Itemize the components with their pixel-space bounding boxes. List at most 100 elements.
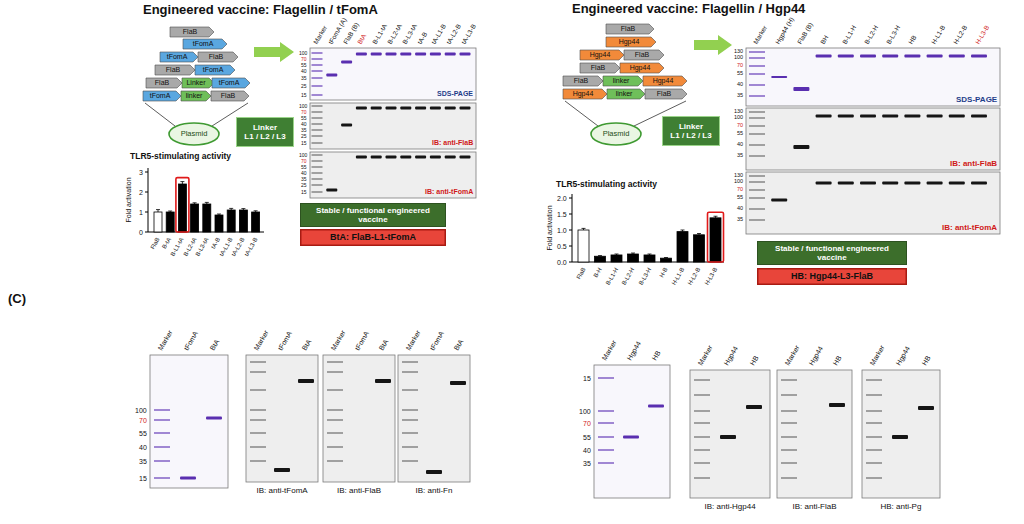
node-content: Hgp44 bbox=[620, 63, 664, 73]
marker-size: 55 bbox=[737, 131, 743, 137]
marker-size: 100 bbox=[299, 153, 307, 158]
construct-segment: FlaB bbox=[580, 63, 620, 73]
funnel-line bbox=[565, 101, 598, 126]
ladder-band bbox=[250, 409, 266, 411]
marker-size: 35 bbox=[583, 460, 591, 467]
ladder-band bbox=[402, 409, 418, 411]
lane-label: H-L2-B bbox=[952, 23, 968, 44]
error-cap bbox=[582, 228, 586, 229]
protein-band bbox=[623, 436, 639, 439]
error-cap bbox=[254, 210, 258, 211]
node-content: FlaB bbox=[170, 27, 214, 37]
protein-band bbox=[274, 468, 290, 472]
node-text: Stable / functional engineered vaccine bbox=[306, 206, 440, 224]
lane-label: Hgp44 bbox=[723, 345, 740, 367]
box-shape bbox=[237, 118, 294, 147]
node-content: BtA: FlaB-L1-tFomA bbox=[300, 229, 446, 246]
error-cap bbox=[598, 255, 602, 256]
ladder-band bbox=[866, 436, 882, 438]
bar bbox=[215, 215, 223, 232]
node-text: tFomA bbox=[167, 53, 188, 61]
node-text: Hgp44 bbox=[573, 90, 594, 98]
ladder-band bbox=[781, 477, 797, 479]
bar-label: H-L1-B bbox=[670, 266, 685, 286]
lane-label: Marker bbox=[784, 344, 802, 367]
bar-label: H-B bbox=[658, 266, 669, 278]
blot-caption: IB: anti-FlaB bbox=[950, 159, 997, 168]
bar-label: tA-B bbox=[210, 236, 222, 249]
protein-band bbox=[882, 182, 898, 185]
lane-label: tA-L2-B bbox=[445, 22, 462, 45]
ladder-band bbox=[154, 409, 170, 411]
protein-band bbox=[386, 156, 397, 159]
node-text: FlaB bbox=[221, 92, 235, 100]
protein-band bbox=[927, 182, 943, 185]
ladder-band bbox=[598, 422, 614, 424]
protein-band bbox=[904, 115, 920, 118]
ladder-band bbox=[312, 172, 323, 174]
node-content: HB: Hgp44-L3-FlaB bbox=[757, 268, 907, 285]
protein-band bbox=[460, 156, 471, 159]
gel-panel bbox=[310, 103, 476, 149]
bar-label: B-L2-H bbox=[621, 266, 636, 286]
lane-label: HB bbox=[907, 33, 918, 44]
node-content: Hgp44 bbox=[580, 50, 624, 60]
ladder-band bbox=[866, 449, 882, 451]
selected-vaccine-box: BtA: FlaB-L1-tFomA bbox=[300, 229, 446, 246]
lane-label: HB bbox=[921, 354, 933, 366]
marker-size: 35 bbox=[301, 128, 307, 133]
protein-band bbox=[356, 53, 367, 56]
bar bbox=[677, 232, 688, 262]
axis-title: Fold activation bbox=[124, 177, 132, 222]
ladder-band bbox=[402, 419, 418, 421]
bar-label: H-L2-B bbox=[687, 266, 702, 286]
construct-segment: FlaB bbox=[211, 91, 249, 101]
error-cap bbox=[229, 208, 233, 209]
marker-size: 15 bbox=[301, 93, 307, 98]
marker-size: 35 bbox=[737, 153, 743, 159]
protein-band bbox=[445, 156, 456, 159]
ladder-band bbox=[781, 462, 797, 464]
chart-title: TLR5-stimulating activity bbox=[130, 152, 231, 162]
axis-tick bbox=[569, 214, 572, 215]
selected-vaccine-box: HB: Hgp44-L3-FlaB bbox=[757, 268, 907, 285]
highlight-box bbox=[708, 212, 724, 262]
gel-panel bbox=[746, 108, 1000, 170]
bar-label: B-L1-H bbox=[604, 266, 619, 286]
bar bbox=[578, 230, 589, 262]
error-cap bbox=[241, 208, 245, 209]
blot-caption: IB: anti-FlaB bbox=[432, 139, 473, 147]
gel-panel bbox=[323, 355, 395, 482]
construct-segment: linker bbox=[181, 91, 211, 101]
ladder-band bbox=[749, 181, 765, 183]
ladder-band bbox=[866, 477, 882, 479]
ladder-band bbox=[312, 123, 323, 125]
ladder-band bbox=[402, 432, 418, 434]
y-axis bbox=[148, 168, 149, 232]
axis-tick bbox=[145, 212, 148, 213]
node-content: Plasmid bbox=[168, 122, 220, 146]
marker-size: 35 bbox=[737, 93, 743, 99]
ladder-band bbox=[694, 436, 710, 438]
node-text: Hgp44 bbox=[619, 38, 640, 46]
node-content: Plasmid bbox=[590, 122, 642, 146]
error-cap bbox=[631, 253, 635, 254]
lane-label: Hgp44 bbox=[808, 345, 825, 367]
protein-band bbox=[949, 182, 965, 185]
ladder-band bbox=[598, 449, 614, 451]
bar bbox=[203, 204, 211, 232]
protein-band bbox=[904, 182, 920, 185]
protein-band bbox=[860, 182, 876, 185]
protein-band bbox=[400, 107, 411, 110]
node-text: linker bbox=[613, 77, 630, 85]
bar bbox=[628, 254, 639, 262]
construct-segment: FlaB bbox=[198, 52, 238, 62]
plasmid-shape bbox=[169, 123, 219, 145]
ladder-band bbox=[402, 389, 418, 391]
protein-band bbox=[949, 115, 965, 118]
marker-size: 70 bbox=[737, 187, 743, 193]
error-cap bbox=[648, 254, 652, 255]
marker-size: 55 bbox=[583, 434, 591, 441]
marker-size: 55 bbox=[139, 430, 147, 437]
construct-shape bbox=[624, 50, 664, 60]
